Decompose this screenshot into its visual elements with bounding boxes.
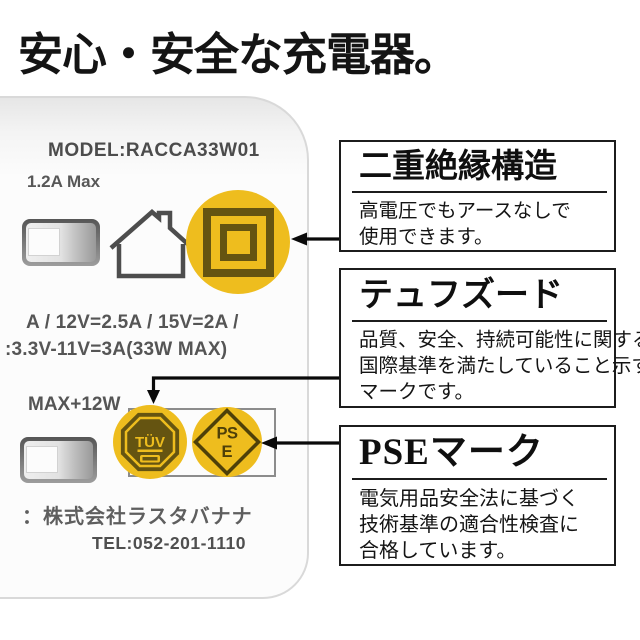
callout-double-insulation: 二重絶縁構造 高電圧でもアースなしで使用できます。 [339,140,616,252]
page-title: 安心・安全な充電器。 [18,30,459,80]
callout-title: テュフズード [359,277,563,314]
callout-body-line: 国際基準を満たしていること示す [359,355,640,377]
title-divider [352,190,607,193]
callout-title: PSEマーク [359,432,544,473]
callout-body-line: 技術基準の適合性検査に [359,513,579,536]
callout-body: 品質、安全、持続可能性に関する国際基準を満たしていること示すマークです。 [359,328,640,406]
plug-prong-face [26,223,96,262]
indoor-use-house-icon [109,209,193,279]
tuv-letters: TÜV [135,434,165,451]
callout-body-line: 合格しています。 [359,539,517,562]
title-divider [352,319,607,322]
label-amp-rating: 1.2A Max [27,172,101,191]
plug-prong-face [24,441,93,479]
label-max-wattage: MAX+12W [28,394,121,415]
pse-diamond-icon [192,407,262,477]
double-insulation-mark [186,190,290,294]
plug-prong-highlight [26,446,58,474]
pse-letters-bottom: E [221,443,232,461]
label-phone-number: TEL:052-201-1110 [92,533,246,553]
plug-prong-bottom [20,437,97,483]
tuv-octagon-icon [120,412,180,472]
callout-body-line: 電気用品安全法に基づく [359,487,579,510]
callout-body-line: マークです。 [359,381,475,403]
callout-title: 二重絶縁構造 [359,149,557,185]
plug-prong-top [22,219,100,266]
tuv-sud-mark: TÜV [113,405,187,479]
insulation-outer-square-icon [202,207,274,277]
callout-body: 電気用品安全法に基づく技術基準の適合性検査に合格しています。 [359,486,604,564]
callout-pse: PSEマーク 電気用品安全法に基づく技術基準の適合性検査に合格しています。 [339,425,616,566]
label-model-number: MODEL:RACCA33W01 [48,140,260,161]
callout-body-line: 高電圧でもアースなしで [359,200,571,222]
pse-letters-top: PS [216,425,238,443]
insulation-inner-square-icon [219,223,257,261]
callout-body: 高電圧でもアースなしで使用できます。 [359,199,604,251]
label-output-spec-line2: :3.3V-11V=3A(33W MAX) [5,339,228,360]
plug-prong-highlight [28,228,61,257]
title-divider [352,477,607,480]
callout-tuv-sud: テュフズード 品質、安全、持続可能性に関する国際基準を満たしていること示すマーク… [339,268,640,408]
label-output-spec-line1: A / 12V=2.5A / 15V=2A / [26,312,239,333]
callout-body-line: 使用できます。 [359,226,494,248]
callout-body-line: 品質、安全、持続可能性に関する [359,329,640,351]
label-company-name: ：株式会社ラスタバナナ [22,506,253,528]
pse-mark: PS E [192,407,262,477]
charger-body [0,96,309,599]
